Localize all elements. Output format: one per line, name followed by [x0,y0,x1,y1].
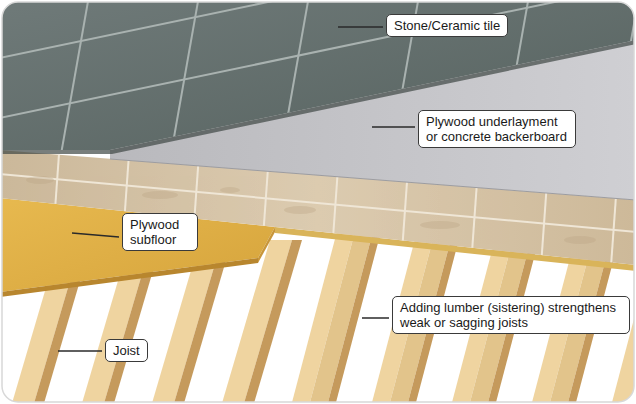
callout-box: Plywood subfloor [122,213,198,251]
callout-text: Plywood subfloor [130,217,190,247]
callout-text: Adding lumber (sistering) strengthens we… [400,300,622,330]
callout-box: Stone/Ceramic tile [386,14,508,37]
callout-text: Plywood underlayment or concrete backerb… [426,114,568,144]
callout-text: Joist [113,343,140,358]
callout-text: Stone/Ceramic tile [394,18,500,33]
leader-lines [58,27,415,351]
callout-box: Adding lumber (sistering) strengthens we… [392,296,630,334]
stone-tiles [2,2,634,150]
callout-box: Joist [105,339,148,362]
callout-box: Plywood underlayment or concrete backerb… [418,110,576,148]
